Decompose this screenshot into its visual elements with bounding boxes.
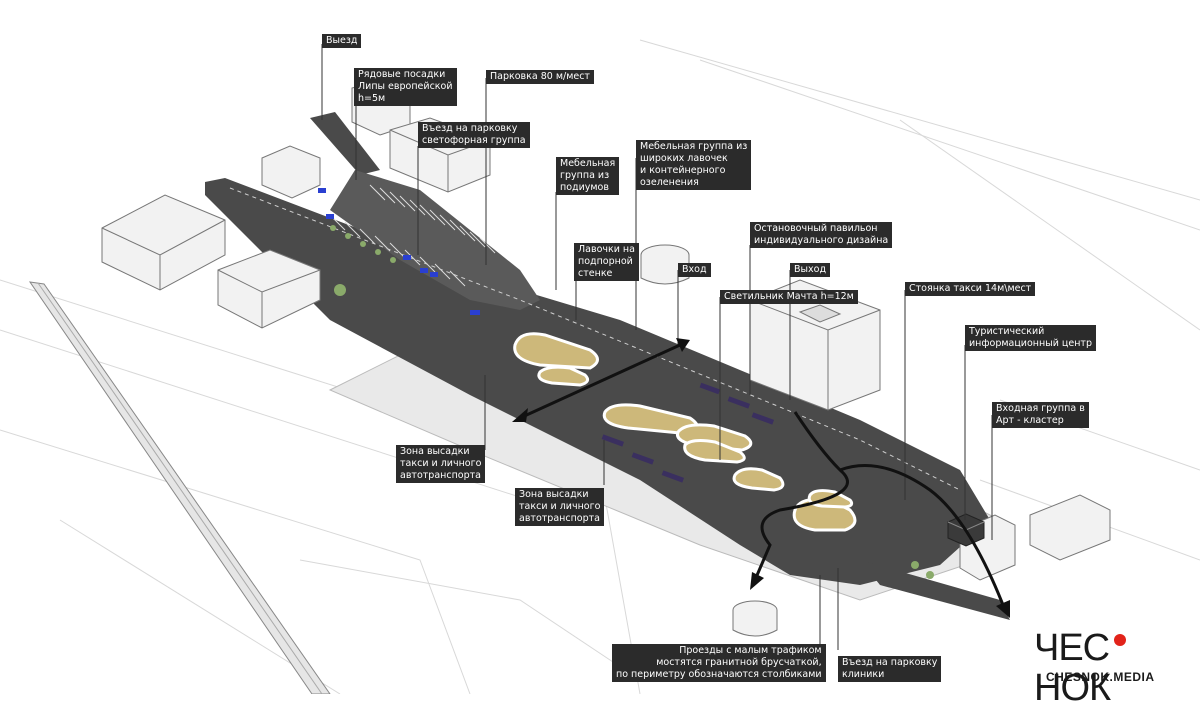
label-exit-right: Выход bbox=[790, 263, 831, 277]
tree-rows bbox=[330, 225, 934, 579]
label-furniture-podium: Мебельная группа из подиумов bbox=[556, 157, 620, 195]
label-exit-top: Выезд bbox=[322, 34, 362, 48]
label-clinic-parking: Въезд на парковку клиники bbox=[838, 656, 942, 682]
dome-pavilion bbox=[640, 244, 778, 637]
label-parking-entry: Въезд на парковку светофорная группа bbox=[418, 122, 530, 148]
label-lamp-mast: Светильник Мачта h=12м bbox=[720, 290, 858, 304]
pedestrian-flow-arrows bbox=[519, 343, 1007, 611]
label-entrance: Вход bbox=[678, 263, 711, 277]
label-granite-paving: Проезды с малым трафиком мостятся гранит… bbox=[612, 644, 826, 682]
label-dropoff-zone-1: Зона высадки такси и личного автотранспо… bbox=[396, 445, 486, 483]
label-dropoff-zone-2: Зона высадки такси и личного автотранспо… bbox=[515, 488, 605, 526]
logo-subtitle: CHESNOK.MEDIA bbox=[1046, 670, 1155, 684]
label-tourist-info: Туристический информационный центр bbox=[965, 325, 1096, 351]
label-bus-pavilion: Остановочный павильон индивидуального ди… bbox=[750, 222, 893, 248]
chesnok-logo: ЧЕС НОК CHESNOK.MEDIA bbox=[1034, 628, 1194, 708]
label-taxi-stand: Стоянка такси 14м\мест bbox=[905, 282, 1036, 296]
parking-stalls bbox=[329, 184, 496, 287]
label-benches-retaining-wall: Лавочки на подпорной стенке bbox=[574, 243, 639, 281]
label-furniture-wide-benches: Мебельная группа из широких лавочек и ко… bbox=[636, 140, 752, 190]
buses bbox=[601, 382, 775, 483]
label-parking-80: Парковка 80 м/мест bbox=[486, 70, 594, 84]
label-linden-planting: Рядовые посадки Липы европейской h=5м bbox=[354, 68, 457, 106]
label-art-cluster: Входная группа в Арт - кластер bbox=[992, 402, 1089, 428]
logo-red-dot bbox=[1114, 634, 1126, 646]
parked-cars bbox=[318, 188, 480, 315]
lawn-islands bbox=[513, 332, 857, 532]
masterplan-diagram bbox=[0, 39, 1200, 694]
